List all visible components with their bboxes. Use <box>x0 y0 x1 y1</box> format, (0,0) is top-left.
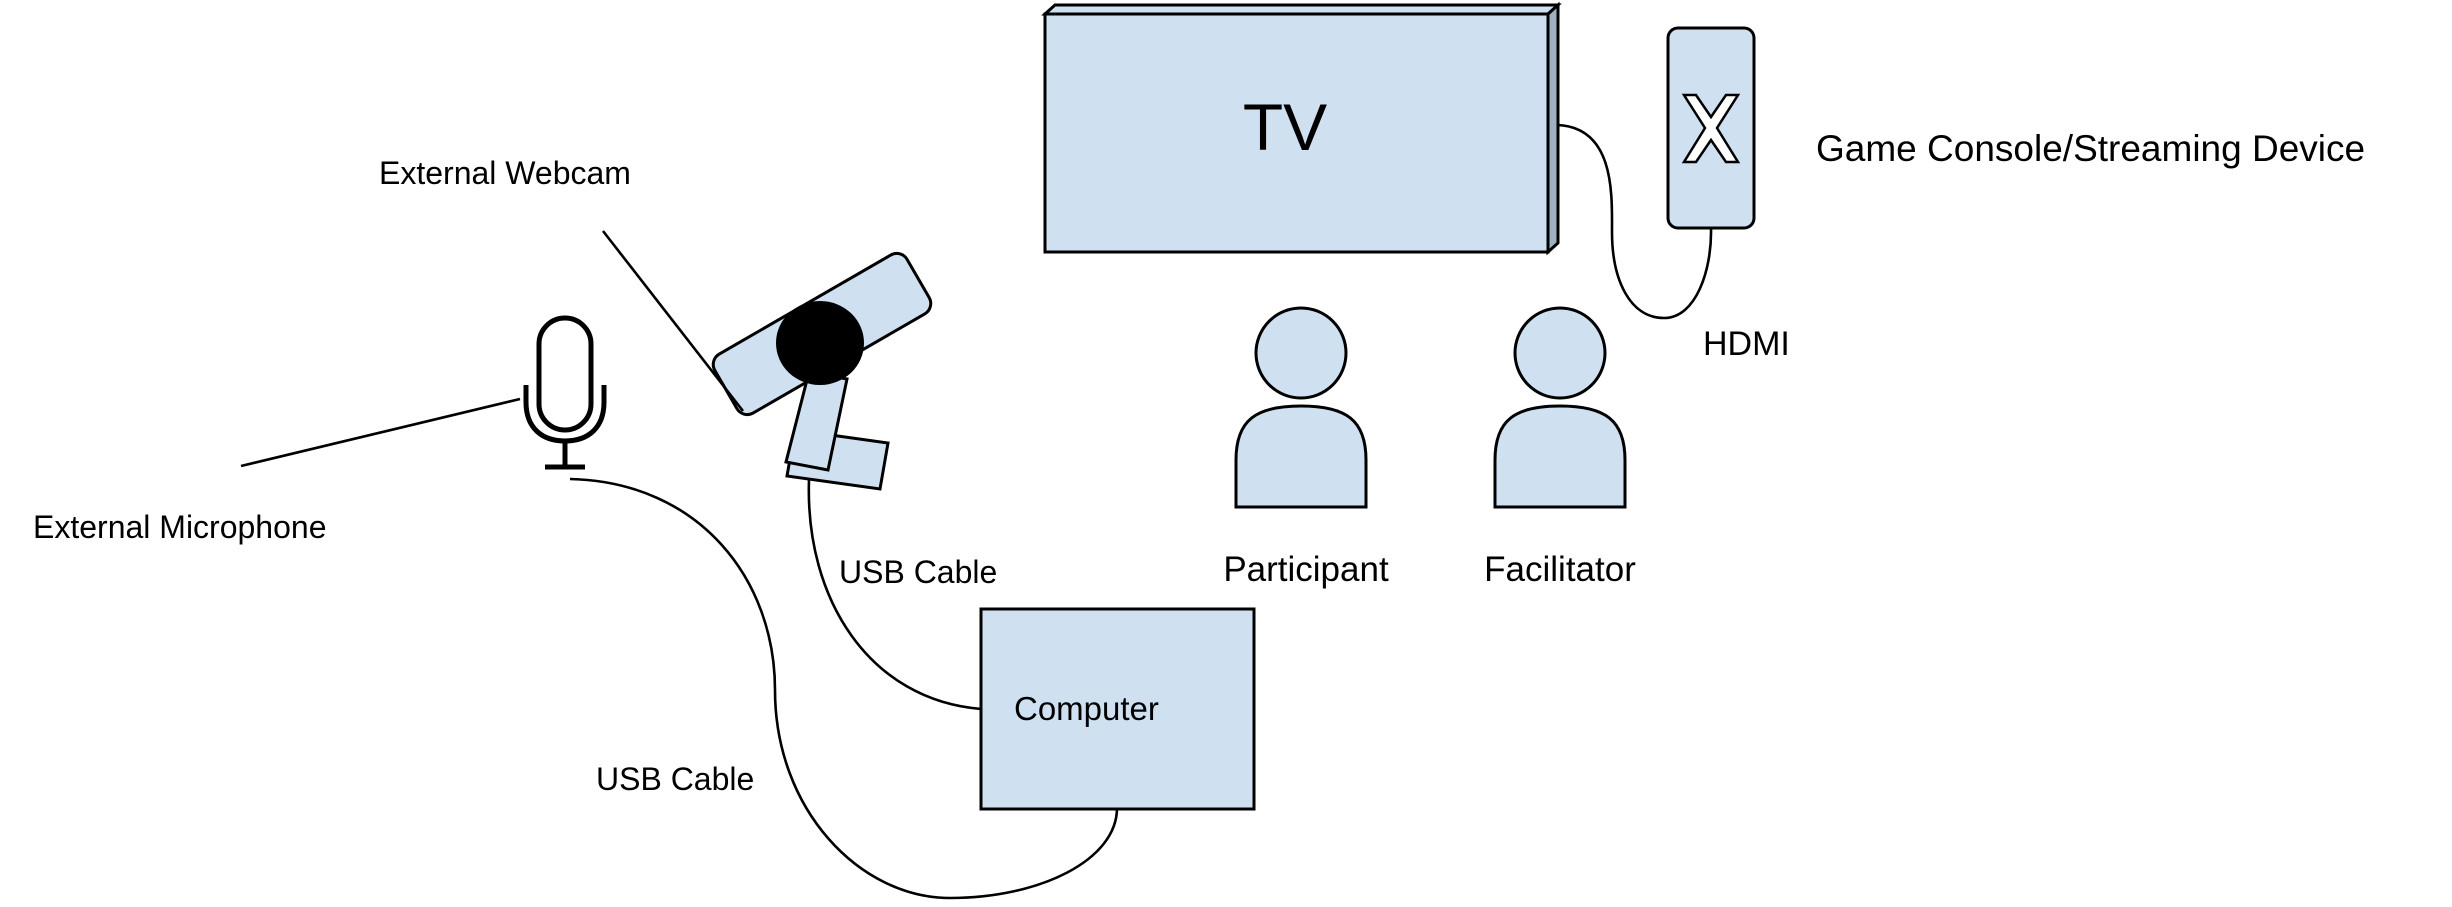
microphone-icon <box>523 315 607 470</box>
game-console: Game Console/Streaming Device <box>1666 26 2365 230</box>
facilitator-label: Facilitator <box>1484 550 1636 589</box>
hdmi-label: HDMI <box>1703 325 1790 363</box>
x-mark-icon <box>1681 93 1741 164</box>
computer-box <box>979 607 1256 811</box>
computer: Computer <box>979 607 1256 811</box>
facilitator-icon <box>1493 306 1627 509</box>
usb-mic-label: USB Cable <box>596 761 754 797</box>
usb-cable-webcam <box>807 479 982 711</box>
microphone-label: External Microphone <box>33 509 326 545</box>
tv-screen <box>1043 12 1550 254</box>
participant-icon <box>1234 306 1368 509</box>
webcam-lens <box>776 301 864 385</box>
tv-label: TV <box>1243 90 1327 164</box>
hdmi-cable <box>1557 123 1713 320</box>
usb-cable-microphone <box>569 477 1119 900</box>
computer-label: Computer <box>1014 690 1159 727</box>
webcam-label: External Webcam <box>379 155 631 191</box>
microphone-pointer-line <box>240 397 521 468</box>
console-label: Game Console/Streaming Device <box>1816 128 2365 169</box>
webcam-pointer-line <box>601 230 745 412</box>
participant-label: Participant <box>1223 550 1389 589</box>
usb-webcam-label: USB Cable <box>839 554 997 590</box>
tv: TV <box>1041 1 1562 256</box>
webcam-icon <box>711 251 933 491</box>
